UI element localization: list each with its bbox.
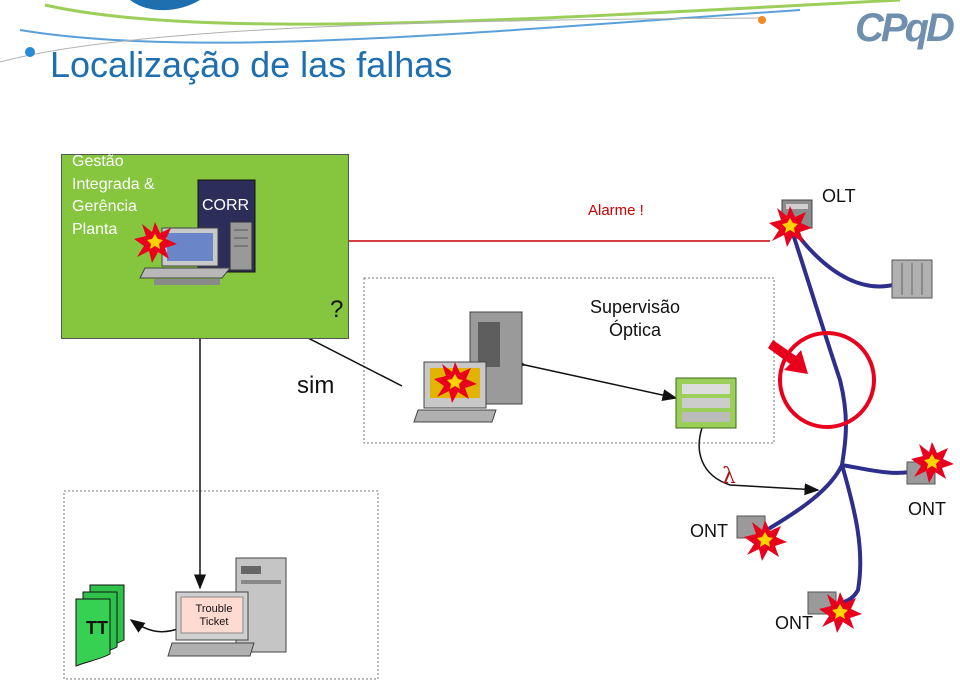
tt-arrow — [129, 619, 181, 633]
olt-label: OLT — [822, 186, 856, 206]
splitter-rack — [891, 259, 933, 299]
ticket-box — [63, 490, 379, 680]
ont-label-bottom: ONT — [775, 613, 813, 633]
ticket-workstation — [167, 557, 287, 657]
fault-pointer — [768, 340, 808, 374]
fault-circle — [778, 331, 876, 429]
cpqd-logo: CPqD — [855, 6, 955, 50]
tt-documents — [75, 584, 125, 667]
supervision-box — [363, 277, 775, 444]
otdr-equipment — [675, 377, 737, 429]
page-title: Localização de las falhas — [50, 44, 453, 85]
supervision-link — [510, 356, 678, 401]
alarm-label: Alarme ! — [588, 202, 644, 219]
supervision-workstation — [413, 311, 523, 423]
ont-label-right: ONT — [908, 499, 946, 519]
otdr-fiber — [698, 427, 820, 496]
tt-label: TT — [86, 618, 108, 638]
trouble-ticket-label: Trouble Ticket — [195, 603, 233, 628]
lambda-label: λ — [722, 464, 736, 489]
fiber-network — [768, 223, 912, 606]
management-label: Gestão Integrada & Gerência Planta — [72, 153, 155, 238]
ont-label-left: ONT — [690, 521, 728, 541]
question-mark: ? — [330, 296, 344, 323]
supervision-label: Supervisão Óptica — [590, 297, 681, 340]
fiber-break — [822, 372, 838, 398]
corr-label: CORR — [202, 197, 250, 214]
header-decoration — [0, 0, 901, 63]
yes-label: sim — [297, 372, 335, 399]
